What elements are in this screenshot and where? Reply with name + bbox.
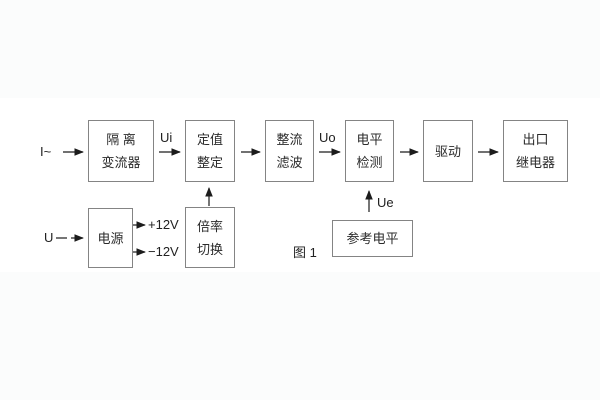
block-reference-level: 参考电平 [332,220,413,257]
block-rectifier-line1: 整流 [276,132,303,147]
block-ratio-line2: 切换 [196,241,223,257]
block-setpoint-line1: 定值 [196,132,223,147]
figure-caption: 图 1 [293,245,317,260]
input-voltage-label: U [44,230,54,245]
negative-rail-label: −12V [148,244,179,259]
block-level-line2: 检测 [356,155,383,170]
block-rectifier-line2: 滤波 [276,155,303,170]
block-driver-line1: 驱动 [434,143,461,159]
signal-ui-label: Ui [160,130,173,145]
block-output-line1: 出口 [522,132,549,147]
input-current-label: I~ [40,144,52,159]
signal-uo-label: Uo [319,130,336,145]
signal-ue-label: Ue [377,195,394,210]
block-isolation-line1: 隔 离 [106,132,136,147]
block-level-detection: 电平 检测 [345,120,394,182]
block-rectifier-filter: 整流 滤波 [265,120,314,182]
block-ratio-line1: 倍率 [196,218,223,234]
block-power-line1: 电源 [97,230,124,246]
block-ratio-switching: 倍率 切换 [185,207,235,268]
block-isolation-line2: 变流器 [101,155,141,170]
block-power-supply: 电源 [88,208,133,268]
block-isolation-transformer: 隔 离 变流器 [88,120,154,182]
block-driver: 驱动 [423,120,473,182]
block-setpoint-line2: 整定 [196,155,223,170]
block-reference-line1: 参考电平 [346,231,399,246]
block-output-line2: 继电器 [515,155,555,170]
block-output-relay: 出口 继电器 [503,120,568,182]
block-level-line1: 电平 [356,132,383,147]
block-setpoint-adjustment: 定值 整定 [185,120,235,182]
positive-rail-label: +12V [148,217,179,232]
